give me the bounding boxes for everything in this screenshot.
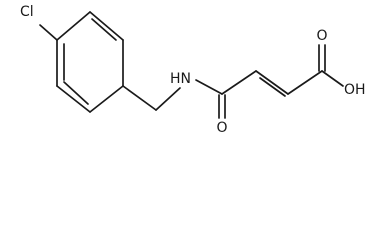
- carbonyl-alkene-bond: [221, 70, 257, 95]
- ring-double-bond: [63, 81, 89, 105]
- acid-carbonyl-oxygen-label: O: [316, 28, 327, 44]
- ring-ch2-bond: [122, 85, 157, 111]
- acid-hydroxyl-label: OH: [344, 82, 366, 98]
- amide-oxygen-label: O: [216, 120, 227, 136]
- ch2-nitrogen-bond: [155, 87, 181, 111]
- chlorine-bond: [39, 24, 58, 41]
- alkene-double-bond: [259, 77, 286, 97]
- ring-double-bond: [91, 18, 117, 41]
- alkene-double-bond: [255, 70, 289, 95]
- acid-hydroxyl-bond: [321, 70, 344, 87]
- chlorine-label: Cl: [20, 4, 34, 20]
- alkene-acid-bond: [287, 70, 323, 95]
- ring-bond: [89, 11, 124, 41]
- ring-bond: [56, 11, 91, 41]
- ring-bond: [56, 85, 91, 113]
- chemical-structure: Cl HN O O OH: [20, 4, 366, 136]
- amide-nitrogen-label: HN: [170, 71, 191, 87]
- ring-bond: [89, 85, 124, 113]
- nitrogen-carbonyl-bond: [195, 79, 223, 95]
- benzene-ring: [56, 11, 124, 113]
